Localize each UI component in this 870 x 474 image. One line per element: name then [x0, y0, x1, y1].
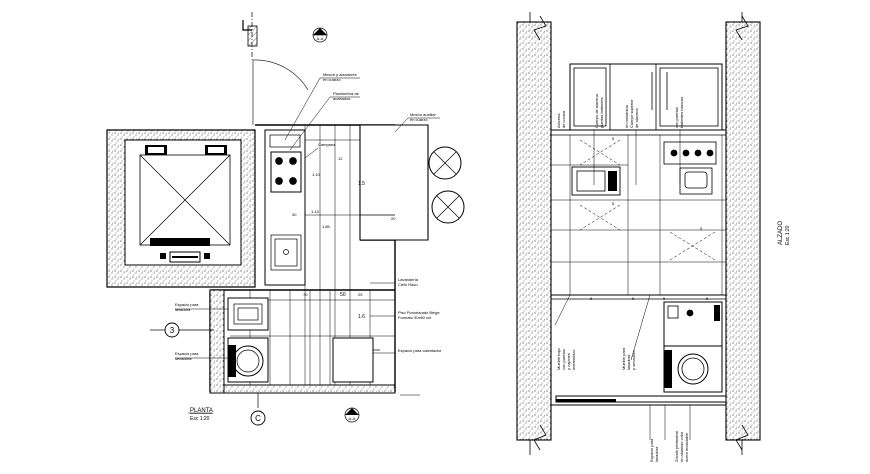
- note-low-mid: Mueble para: [621, 347, 626, 370]
- dimension: 30: [292, 212, 297, 217]
- note-upper-right: con puertas: [674, 107, 679, 128]
- note-dryer: Espacio para: [175, 351, 199, 356]
- dimension: 70: [303, 292, 308, 297]
- svg-text:C: C: [255, 414, 261, 423]
- dimension: 1.13: [311, 209, 320, 214]
- note-low-left: y cajones: [566, 353, 571, 370]
- note-low-mid: y secadora: [631, 350, 636, 370]
- note-upper: Planimetría de: [333, 91, 360, 96]
- axis-marker-column: C: [250, 393, 266, 426]
- note-floor: Lavandería: [398, 277, 419, 282]
- note-bottom: acero inoxidable: [684, 432, 689, 462]
- note-upper-right: batientes blancas: [679, 97, 684, 128]
- note-cabinet: Espacio para calentador: [398, 348, 442, 353]
- dimension: 5: [663, 296, 666, 301]
- note-upper: acabados: [333, 96, 350, 101]
- dimension: 25: [358, 292, 363, 297]
- note-bottom: en aluminio color: [679, 431, 684, 462]
- note-upper-left: de cocina: [561, 110, 566, 128]
- note-bottom: Espacio para: [649, 438, 654, 462]
- dryer: [227, 337, 269, 383]
- stove-controls: [663, 141, 717, 195]
- note-washer: lavadora: [175, 307, 191, 312]
- plan-title: PLANTA: [190, 408, 213, 414]
- dimension: 1.10: [312, 172, 321, 177]
- stool: [431, 190, 465, 224]
- svg-text:A-A: A-A: [349, 416, 356, 421]
- note-washer: Espacio para: [175, 302, 199, 307]
- note-upper-right: de alacena: [634, 108, 639, 128]
- microwave: [571, 166, 621, 196]
- island-counter: [359, 124, 429, 241]
- elevation-view: [516, 12, 761, 455]
- note-dryer: secadora: [175, 356, 192, 361]
- dimension: 5: [632, 296, 635, 301]
- note-low-left: Mueble bajo: [556, 347, 561, 370]
- shaft-block: [106, 129, 256, 288]
- note-upper: Mesón y alzadores: [323, 72, 357, 77]
- note-upper-left: Alacena: [556, 113, 561, 128]
- note-upper: en cuarzo: [323, 77, 341, 82]
- note-low-left: melamínico: [571, 349, 576, 370]
- dimension: 5: [706, 296, 709, 301]
- washer: [227, 297, 269, 331]
- note-low-left: con puertas: [561, 349, 566, 370]
- wall-right: [725, 21, 761, 441]
- note-tile: Piso Porcelanato Beige: [398, 310, 440, 315]
- note-low-mid: lavadora: [626, 354, 631, 370]
- leader-lines: [175, 77, 440, 359]
- note-upper-right: Cuerpo superior: [629, 99, 634, 128]
- elevation-labels: Alacena de cocina Cuerpo de alacena puer…: [556, 93, 791, 462]
- svg-text:A-A: A-A: [317, 36, 324, 41]
- dimension: 1.85: [322, 224, 331, 229]
- dimension: 20: [391, 216, 396, 221]
- axis-marker-row: 3: [150, 322, 214, 338]
- backsplash: [551, 135, 726, 295]
- note-hood: Campana: [318, 142, 336, 147]
- dimension: 5: [612, 201, 615, 206]
- note-counter: Mesón auxiliar: [410, 112, 436, 117]
- note-upper-mid: puertas batientes: [599, 97, 604, 128]
- wall-left: [516, 21, 552, 441]
- section-cut-top: [242, 12, 258, 60]
- stool: [428, 146, 462, 180]
- note-upper-mid: en melamina: [624, 104, 629, 128]
- note-floor: Cielo Raso: [398, 282, 418, 287]
- note-upper-mid: Cuerpo de alacena: [594, 93, 599, 128]
- sink-detail: [579, 139, 716, 261]
- door-swing: [252, 59, 309, 125]
- note-counter: en cuarzo: [410, 117, 428, 122]
- water-heater: [332, 337, 380, 383]
- dimension: 5: [590, 296, 593, 301]
- dimension: 50: [340, 292, 346, 298]
- dimension: 5: [700, 226, 703, 231]
- section-marker-aa-bottom: A-A: [344, 407, 360, 423]
- section-marker-aa-top: A-A: [312, 27, 328, 43]
- kitchen-counter: [264, 129, 306, 286]
- note-bottom: lavadora: [654, 446, 659, 462]
- dimension: 5: [612, 136, 615, 141]
- plan-labels: Mesón y alzadores en cuarzo Planimetría …: [175, 72, 442, 422]
- leader-lines: [554, 130, 691, 440]
- dimension: 12: [338, 156, 343, 161]
- upper-cabinets: [569, 63, 723, 131]
- note-tile: Formato 30x60 cm: [398, 315, 432, 320]
- plan-view: A-A: [106, 12, 465, 426]
- elevation-scale: Esc 1:20: [785, 225, 791, 245]
- dimension: 1.5: [358, 181, 365, 187]
- dimension: 1.6: [358, 314, 365, 320]
- elevation-title: ALZADO: [778, 221, 784, 245]
- plan-scale: Esc 1:20: [190, 416, 210, 422]
- note-bottom: Zócalo perimetral: [674, 431, 679, 462]
- svg-text:3: 3: [170, 326, 175, 335]
- washer-stack: [663, 301, 723, 393]
